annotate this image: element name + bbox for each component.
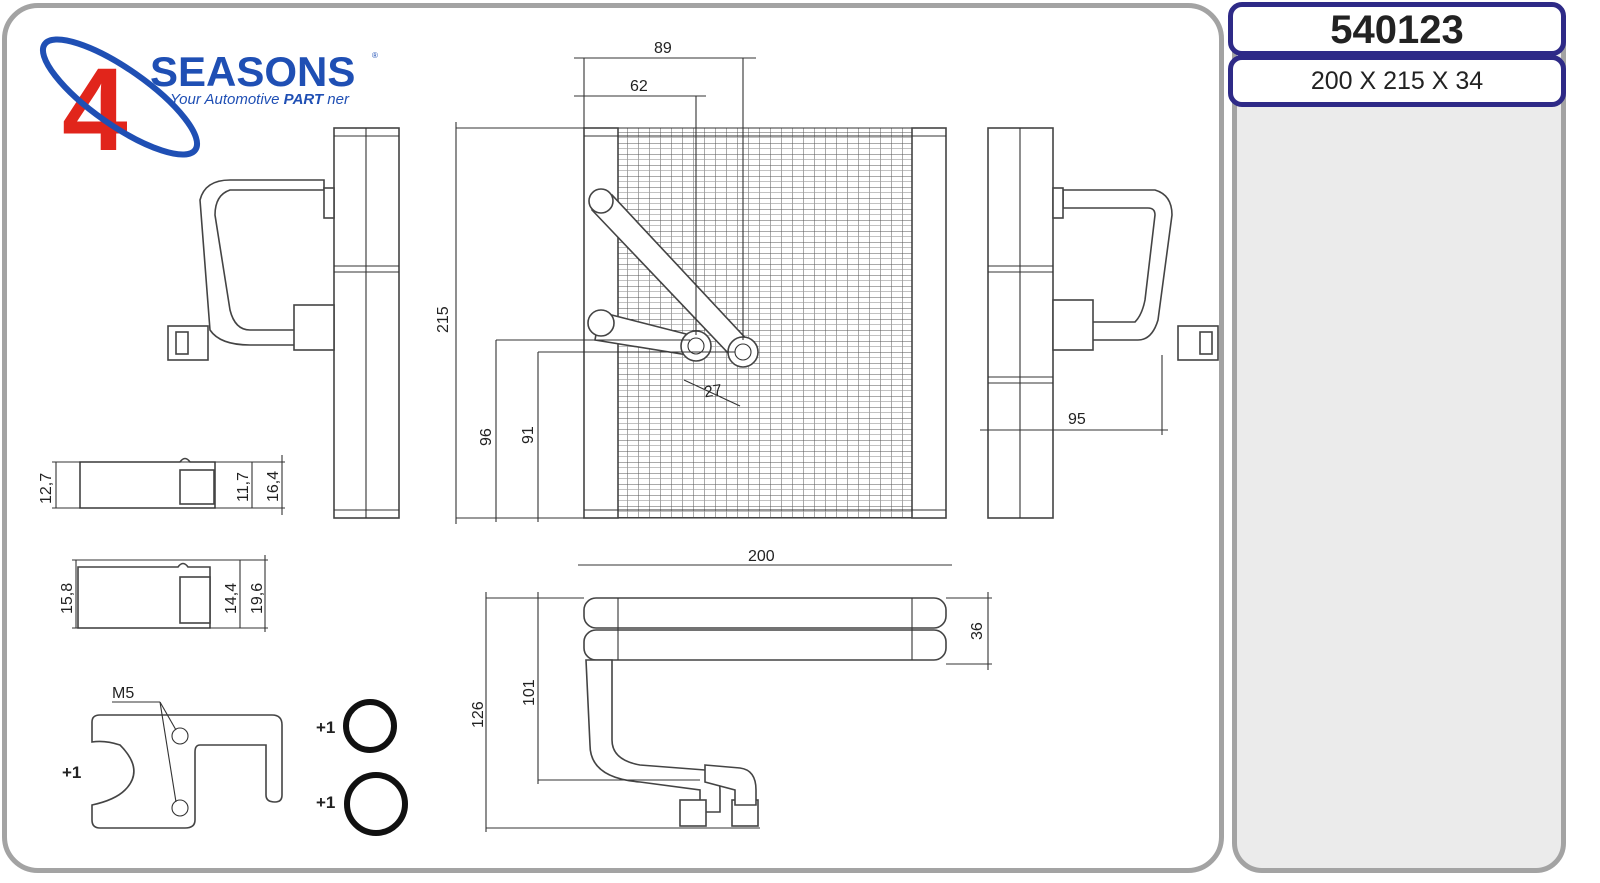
dim-11-7: 11,7 xyxy=(235,472,252,502)
dim-200: 200 xyxy=(748,548,775,565)
dim-27: 27 xyxy=(703,382,723,401)
logo-brand: SEASONS xyxy=(150,48,355,95)
dim-91: 91 xyxy=(520,426,537,444)
part-number: 540123 xyxy=(1228,2,1566,56)
logo-tagline: Your Automotive PART ner xyxy=(170,91,350,108)
front-view: 89 62 215 96 91 27 xyxy=(435,40,947,524)
overall-dimensions: 200 X 215 X 34 xyxy=(1228,55,1566,107)
right-side-view: 95 xyxy=(980,127,1219,519)
info-panel xyxy=(1232,3,1566,873)
dim-95: 95 xyxy=(1068,411,1086,428)
o-ring-icon xyxy=(343,699,397,753)
dim-36: 36 xyxy=(969,622,986,640)
dim-101: 101 xyxy=(521,679,538,706)
left-side-view xyxy=(167,127,400,519)
fitting-detail-large: 15,8 14,4 19,6 xyxy=(59,555,268,632)
o-rings: +1 +1 xyxy=(316,699,408,836)
dim-19-6: 19,6 xyxy=(249,583,266,614)
dim-96: 96 xyxy=(478,428,495,446)
dim-14-4: 14,4 xyxy=(223,583,240,614)
brand-logo: 4 SEASONS ® Your Automotive PART ner xyxy=(39,36,378,176)
dim-16-4: 16,4 xyxy=(265,471,282,502)
logo-swoosh-icon xyxy=(39,36,201,158)
bracket-qty: +1 xyxy=(62,763,81,782)
fitting-detail-small: 12,7 11,7 16,4 xyxy=(38,455,285,515)
o-ring-qty: +1 xyxy=(316,718,335,737)
o-ring-qty: +1 xyxy=(316,793,335,812)
thread-label: M5 xyxy=(112,685,134,702)
dim-15-8: 15,8 xyxy=(59,583,76,614)
mounting-bracket: M5 +1 xyxy=(62,685,283,829)
o-ring-icon xyxy=(344,772,408,836)
top-view: 200 36 126 101 xyxy=(470,548,992,832)
dim-89: 89 xyxy=(654,40,672,57)
dim-126: 126 xyxy=(470,701,487,728)
dim-215: 215 xyxy=(435,306,452,333)
dim-62: 62 xyxy=(630,78,648,95)
dim-12-7: 12,7 xyxy=(38,473,55,504)
svg-text:®: ® xyxy=(372,51,378,60)
